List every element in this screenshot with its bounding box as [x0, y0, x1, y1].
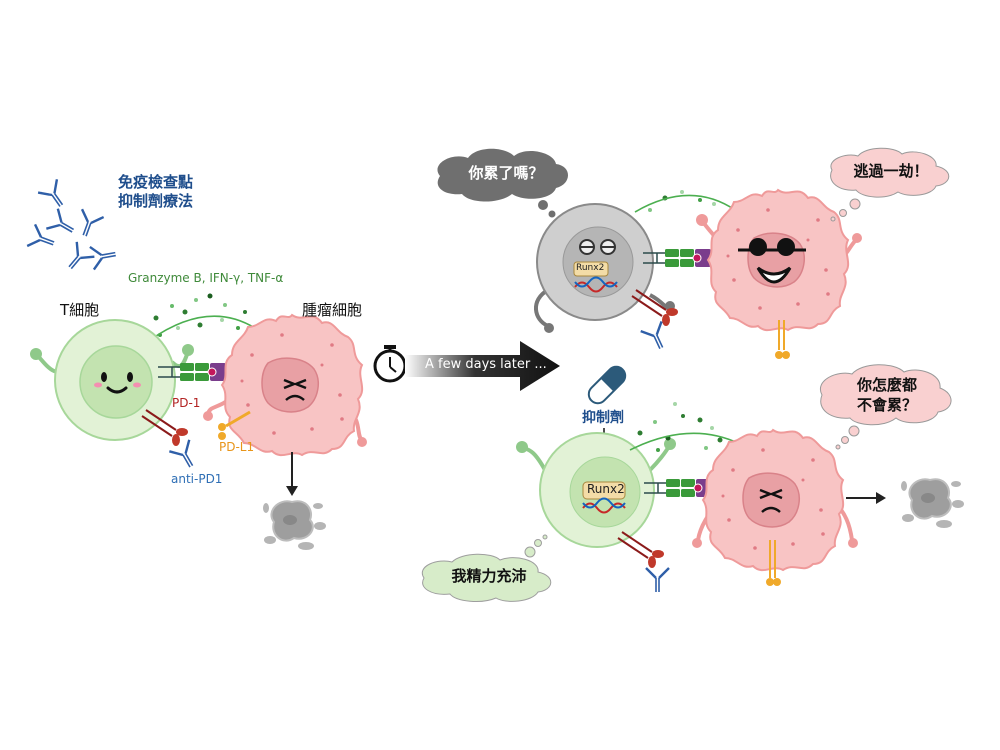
- death-arrow-left: [286, 452, 298, 496]
- death-arrow-right: [846, 492, 886, 504]
- confused-thought-line2: 不會累？: [856, 396, 917, 414]
- t-cell-exhausted: [534, 203, 675, 333]
- tumor-cell-escaping: [696, 189, 862, 359]
- anti-pd1-antibody-bottom: [644, 566, 671, 594]
- cytokine-label: Granzyme B, IFN-γ, TNF-α: [128, 271, 284, 285]
- anti-pd1-label: anti-PD1: [171, 472, 223, 486]
- t-cell-label: T細胞: [60, 301, 100, 319]
- pdl1-label: PD-L1: [219, 440, 255, 454]
- time-arrow: [405, 341, 560, 391]
- thought-cloud-escaped: [830, 147, 950, 222]
- cytokine-release-top: [634, 190, 740, 216]
- tumor-cell-label: 腫瘤細胞: [302, 301, 363, 319]
- dead-cell-debris-left: [262, 500, 327, 551]
- therapy-title-line1: 免疫檢查點: [118, 173, 194, 191]
- transition-label: A few days later ...: [425, 357, 547, 372]
- dead-cell-debris-right: [900, 478, 965, 529]
- pdl1-ligand: [218, 410, 251, 440]
- energized-thought-text: 我精力充沛: [451, 567, 527, 585]
- runx2-label-top: Runx2: [576, 263, 605, 273]
- tumor-cell-distressed: [203, 314, 367, 457]
- pd1-label: PD-1: [172, 396, 201, 410]
- therapy-title-line2: 抑制劑療法: [118, 192, 194, 210]
- pill-icon: [587, 365, 627, 405]
- t-cell-energized: [516, 432, 676, 548]
- runx2-label-bottom: Runx2: [587, 482, 625, 496]
- antibody-cluster: [25, 178, 119, 277]
- thought-cloud-confused: [819, 364, 952, 450]
- escaped-thought-text: 逃過一劫！: [853, 162, 929, 180]
- thought-cloud-energized: [421, 534, 552, 602]
- tumor-cell-defeated: [692, 429, 858, 586]
- t-cell-happy: [30, 319, 194, 441]
- inhibitor-label: 抑制劑: [582, 410, 624, 426]
- confused-thought-line1: 你怎麼都: [856, 376, 917, 394]
- exhausted-thought-text: 你累了嗎？: [468, 164, 544, 182]
- thought-cloud-exhausted: [437, 148, 568, 222]
- stopwatch-icon: [373, 345, 407, 383]
- anti-pd1-antibody-top: [639, 320, 673, 355]
